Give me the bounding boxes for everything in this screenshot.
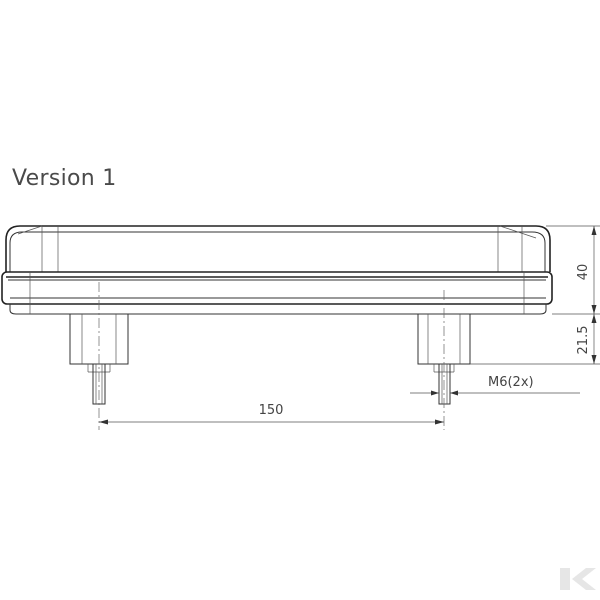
dimension-label-thread: M6(2x) bbox=[488, 375, 534, 390]
dimension-stud-spacing: 150 bbox=[99, 403, 444, 425]
lamp-housing-band bbox=[1, 271, 553, 315]
dimension-label-21-5: 21.5 bbox=[576, 326, 591, 355]
dimension-label-40: 40 bbox=[576, 264, 591, 281]
dimension-vertical: 40 21.5 bbox=[470, 225, 600, 365]
dimension-thread: M6(2x) bbox=[410, 375, 580, 396]
version-title: Version 1 bbox=[12, 166, 117, 191]
dimension-label-150: 150 bbox=[259, 403, 284, 418]
lamp-lens-body bbox=[5, 225, 551, 272]
brand-k-logo bbox=[560, 568, 596, 590]
